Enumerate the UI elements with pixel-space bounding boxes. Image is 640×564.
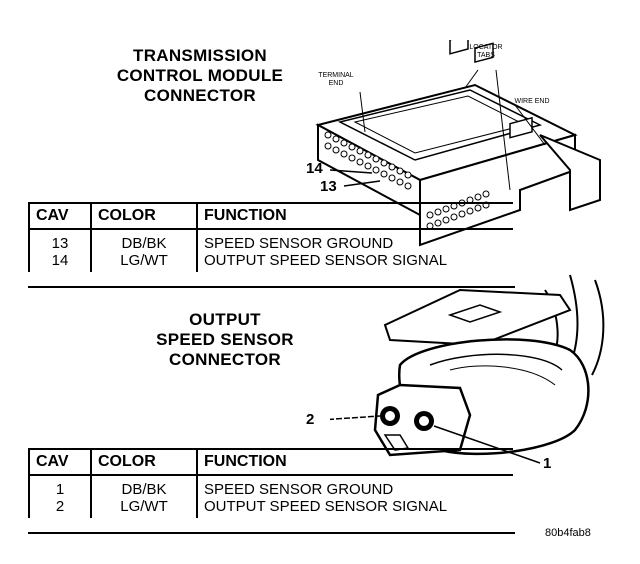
oss-table-bottom-rule bbox=[28, 532, 515, 534]
oss-header-color: COLOR bbox=[91, 449, 198, 476]
oss-title-line-3: CONNECTOR bbox=[169, 350, 281, 369]
function-cell: OUTPUT SPEED SENSOR SIGNAL bbox=[204, 252, 448, 269]
tcm-header-function: FUNCTION bbox=[197, 203, 513, 230]
color-cell: LG/WT bbox=[91, 498, 198, 518]
oss-title-line-2: SPEED SENSOR bbox=[156, 330, 294, 349]
oss-title-line-1: OUTPUT bbox=[189, 310, 261, 329]
cav-cell: 2 bbox=[29, 498, 92, 518]
cav-cell: 14 bbox=[29, 252, 92, 272]
tcm-connector-title: TRANSMISSION CONTROL MODULE CONNECTOR bbox=[95, 46, 305, 106]
oss-pin-2-callout: 2 bbox=[306, 411, 315, 428]
color-cell: DB/BK bbox=[91, 475, 198, 498]
tcm-table-bottom-rule bbox=[28, 286, 515, 288]
locator-tabs-label: LOCATOR TABS bbox=[469, 44, 503, 59]
table-row: 1 DB/BK SPEED SENSOR GROUND bbox=[29, 475, 513, 498]
function-cell: SPEED SENSOR GROUND bbox=[204, 235, 394, 252]
cav-cell: 13 bbox=[29, 229, 92, 252]
tcm-header-cav: CAV bbox=[29, 203, 92, 230]
function-cell: SPEED SENSOR GROUND bbox=[204, 481, 394, 498]
oss-connector-drawing bbox=[330, 274, 605, 464]
oss-pin-1-callout: 1 bbox=[543, 455, 552, 472]
table-row: 14 LG/WT OUTPUT SPEED SENSOR SIGNAL bbox=[29, 252, 513, 272]
tcm-pin-14-callout: 14 bbox=[306, 160, 323, 177]
color-cell: LG/WT bbox=[91, 252, 198, 272]
oss-connector-title: OUTPUT SPEED SENSOR CONNECTOR bbox=[120, 310, 330, 370]
color-cell: DB/BK bbox=[91, 229, 198, 252]
tcm-pin-13-callout: 13 bbox=[320, 178, 337, 195]
oss-cavity-table: CAV COLOR FUNCTION 1 DB/BK SPEED SENSOR … bbox=[28, 448, 513, 518]
function-cell: OUTPUT SPEED SENSOR SIGNAL bbox=[204, 498, 448, 515]
tcm-title-line-3: CONNECTOR bbox=[144, 86, 256, 105]
table-row: 2 LG/WT OUTPUT SPEED SENSOR SIGNAL bbox=[29, 498, 513, 518]
terminal-end-label: TERMINAL END bbox=[318, 72, 354, 87]
tcm-title-line-1: TRANSMISSION bbox=[133, 46, 267, 65]
cav-cell: 1 bbox=[29, 475, 92, 498]
oss-header-function: FUNCTION bbox=[197, 449, 513, 476]
tcm-header-color: COLOR bbox=[91, 203, 198, 230]
oss-header-cav: CAV bbox=[29, 449, 92, 476]
tcm-cavity-table: CAV COLOR FUNCTION 13 DB/BK SPEED SENSOR… bbox=[28, 202, 513, 272]
wire-end-label: WIRE END bbox=[514, 98, 550, 105]
tcm-title-line-2: CONTROL MODULE bbox=[116, 66, 284, 85]
figure-code: 80b4fab8 bbox=[545, 527, 591, 539]
table-row: 13 DB/BK SPEED SENSOR GROUND bbox=[29, 229, 513, 252]
